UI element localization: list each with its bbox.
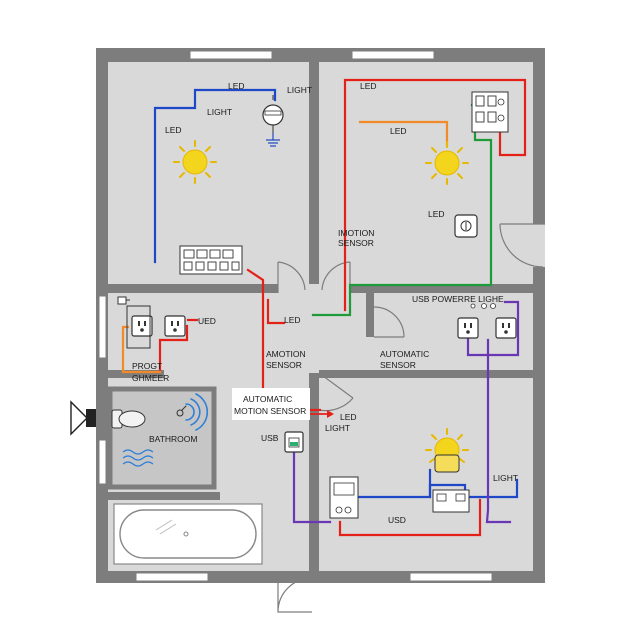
window-tl bbox=[189, 50, 273, 60]
label-motion-sensor: SENSOR bbox=[338, 238, 374, 248]
label-led: LED bbox=[284, 315, 301, 325]
label-light: LIGHT bbox=[287, 85, 312, 95]
label-automatic-motion-sensor: AUTOMATIC bbox=[243, 394, 292, 404]
door-entry bbox=[277, 577, 313, 613]
label-usd: USD bbox=[388, 515, 406, 525]
wire-orange-left bbox=[121, 325, 162, 374]
toilet-icon bbox=[111, 409, 146, 429]
controller-box bbox=[432, 489, 470, 513]
wall-left-room-bottom bbox=[96, 370, 164, 378]
wall-center-upper bbox=[309, 48, 319, 284]
wall-right-upper bbox=[533, 48, 545, 224]
label-bathroom: BATHROOM bbox=[149, 434, 197, 444]
window-bottom-r bbox=[409, 572, 493, 582]
usb-outlet-icon bbox=[284, 431, 304, 453]
wall-right-lower bbox=[533, 267, 545, 583]
meter-box bbox=[329, 476, 359, 519]
label-led-light: LIGHT bbox=[325, 423, 350, 433]
wall-hall-divider bbox=[96, 492, 220, 500]
sun-icon bbox=[425, 141, 469, 185]
wall-tl-bottom bbox=[96, 284, 278, 293]
door-tl bbox=[277, 261, 306, 293]
window-tr bbox=[351, 50, 435, 60]
label-led: LED bbox=[428, 209, 445, 219]
wire-red-tr bbox=[343, 78, 527, 312]
label-light: LIGHT bbox=[493, 473, 518, 483]
breaker-panel bbox=[471, 91, 509, 133]
wire-red-br bbox=[338, 498, 482, 537]
shower-waves-icon bbox=[122, 449, 154, 467]
label-led: LED bbox=[165, 125, 182, 135]
lamp-icon bbox=[425, 428, 469, 473]
wall-top bbox=[96, 48, 545, 62]
wiring bbox=[121, 78, 527, 537]
window-left-2 bbox=[98, 439, 107, 485]
window-left-1 bbox=[98, 295, 107, 359]
wall-panel bbox=[126, 305, 151, 349]
outlet-icon bbox=[164, 315, 186, 337]
label-automatic-motion-sensor: MOTION SENSOR bbox=[234, 406, 306, 416]
label-led: LED bbox=[228, 81, 245, 91]
wifi-icon bbox=[176, 393, 209, 431]
wall-tr-bottom bbox=[350, 284, 545, 293]
plug-icon bbox=[117, 296, 130, 305]
wire-purple-right-2 bbox=[485, 338, 512, 524]
thermostat-icon bbox=[262, 95, 284, 133]
bathtub-icon bbox=[113, 503, 263, 565]
label-ghmeer: GHMEER bbox=[132, 373, 169, 383]
wall-right-room-left bbox=[366, 293, 374, 337]
bathroom-floor bbox=[107, 386, 217, 490]
wire-red-hall-2 bbox=[266, 298, 286, 325]
ground-icon bbox=[266, 133, 280, 147]
label-motion-sensor: IMOTION bbox=[338, 228, 374, 238]
wall-center-lower bbox=[309, 373, 319, 583]
wire-purple-hall bbox=[292, 448, 332, 524]
label-led: LED bbox=[360, 81, 377, 91]
wire-purple-right bbox=[466, 300, 520, 357]
switch-icon bbox=[454, 214, 478, 238]
wall-br-top bbox=[319, 370, 545, 378]
fixtures bbox=[70, 91, 517, 565]
label-ued: UED bbox=[198, 316, 216, 326]
label-light: LIGHT bbox=[207, 107, 232, 117]
labels: LED LIGHT LIGHT LED LED LED LED IMOTION … bbox=[132, 81, 518, 525]
door-right-exterior bbox=[499, 223, 545, 268]
breaker-panel bbox=[179, 245, 243, 275]
label-usb: USB bbox=[261, 433, 279, 443]
outlet-icon bbox=[131, 315, 153, 337]
label-automatic-sensor: AUTOMATIC bbox=[380, 349, 429, 359]
window-bottom-l bbox=[135, 572, 209, 582]
windows bbox=[98, 50, 493, 582]
outlet-icon bbox=[495, 317, 517, 339]
wire-red-left-outlet bbox=[158, 324, 189, 374]
label-automatic-sensor: SENSOR bbox=[380, 360, 416, 370]
indicator-dots bbox=[470, 303, 496, 309]
arrow-icon bbox=[310, 410, 334, 418]
door-right-room bbox=[373, 306, 405, 338]
wire-blue-tl bbox=[153, 88, 277, 264]
wire-orange-tr bbox=[358, 120, 449, 147]
speaker-icon bbox=[70, 400, 96, 436]
label-amotion-sensor: SENSOR bbox=[266, 360, 302, 370]
label-usb-power: USB POWERRE LIGHE bbox=[412, 294, 504, 304]
sun-icon bbox=[173, 140, 217, 184]
door-br bbox=[318, 372, 354, 412]
sensor-label-box bbox=[232, 388, 310, 420]
outlet-icon bbox=[457, 317, 479, 339]
label-led: LED bbox=[390, 126, 407, 136]
label-amotion-sensor: AMOTION bbox=[266, 349, 306, 359]
label-progt: PROGT bbox=[132, 361, 162, 371]
label-led-light: LED bbox=[340, 412, 357, 422]
